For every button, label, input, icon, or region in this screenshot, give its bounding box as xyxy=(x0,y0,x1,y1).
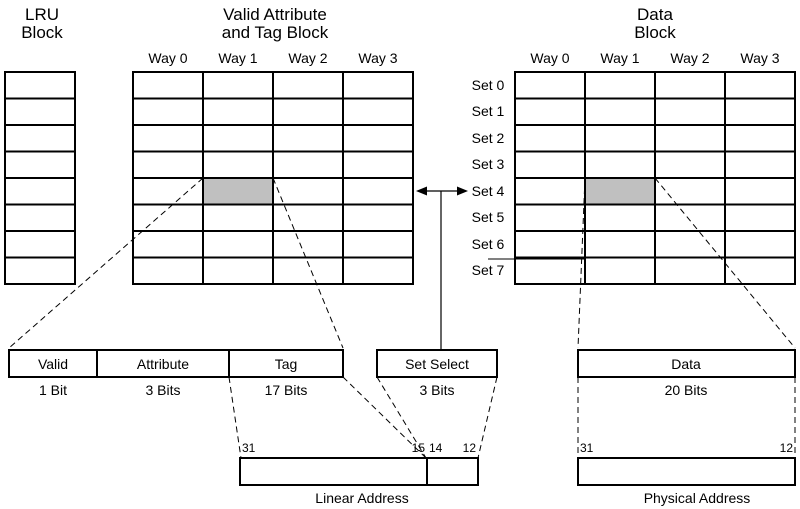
set-label-3: Set 3 xyxy=(472,156,505,172)
lru-title-line2: Block xyxy=(21,23,63,42)
tag-way-3-header: Way 3 xyxy=(358,50,397,66)
set-label-0: Set 0 xyxy=(472,77,505,93)
physical-address: 31 12 Physical Address xyxy=(577,441,796,506)
data-block-title-line2: Block xyxy=(634,23,676,42)
tag-block-title-line2: and Tag Block xyxy=(222,23,329,42)
tag-block-highlight-cell xyxy=(203,178,273,205)
dashed-projection-lines xyxy=(8,177,796,459)
linear-address-caption: Linear Address xyxy=(315,490,408,506)
physical-bit-12: 12 xyxy=(780,441,794,455)
lru-title-line1: LRU xyxy=(25,5,59,24)
physical-address-caption: Physical Address xyxy=(644,490,751,506)
data-field: Data 20 Bits xyxy=(577,349,796,398)
attribute-field-size: 3 Bits xyxy=(145,382,180,398)
tag-way-2-header: Way 2 xyxy=(288,50,327,66)
data-block-highlight-cell xyxy=(585,178,655,205)
tag-fields: Valid Attribute Tag 1 Bit 3 Bits 17 Bits xyxy=(8,349,344,398)
set-label-5: Set 5 xyxy=(472,209,505,225)
set-select-field: Set Select 3 Bits xyxy=(376,349,498,398)
tag-field-size: 17 Bits xyxy=(265,382,308,398)
data-way-2-header: Way 2 xyxy=(670,50,709,66)
set-select-label: Set Select xyxy=(405,356,469,372)
set-label-1: Set 1 xyxy=(472,103,505,119)
data-field-size: 20 Bits xyxy=(665,382,708,398)
tag-block-title-line1: Valid Attribute xyxy=(223,5,327,24)
tag-way-0-header: Way 0 xyxy=(148,50,187,66)
tag-way-1-header: Way 1 xyxy=(218,50,257,66)
linear-bit-15: 15 xyxy=(412,441,426,455)
set-label-7: Set 7 xyxy=(472,262,505,278)
data-way-3-header: Way 3 xyxy=(740,50,779,66)
attribute-field-label: Attribute xyxy=(137,356,189,372)
linear-bit-14: 14 xyxy=(429,441,443,455)
set-select-size: 3 Bits xyxy=(419,382,454,398)
tag-field-label: Tag xyxy=(275,356,298,372)
data-way-1-header: Way 1 xyxy=(600,50,639,66)
physical-bit-31: 31 xyxy=(580,441,594,455)
set-label-2: Set 2 xyxy=(472,130,505,146)
data-field-label: Data xyxy=(671,356,701,372)
lru-block-grid xyxy=(4,71,76,285)
set-label-4: Set 4 xyxy=(472,183,505,199)
data-block-title-line1: Data xyxy=(637,5,673,24)
linear-bit-12: 12 xyxy=(463,441,477,455)
set-select-arrow xyxy=(416,186,468,350)
set-labels: Set 0 Set 1 Set 2 Set 3 Set 4 Set 5 Set … xyxy=(472,77,505,278)
linear-address: 31 15 14 12 Linear Address xyxy=(239,441,479,506)
data-way-0-header: Way 0 xyxy=(530,50,569,66)
valid-field-label: Valid xyxy=(38,356,68,372)
set-label-6: Set 6 xyxy=(472,236,505,252)
data-block-grid xyxy=(514,71,796,285)
linear-bit-31: 31 xyxy=(242,441,256,455)
valid-field-size: 1 Bit xyxy=(39,382,67,398)
